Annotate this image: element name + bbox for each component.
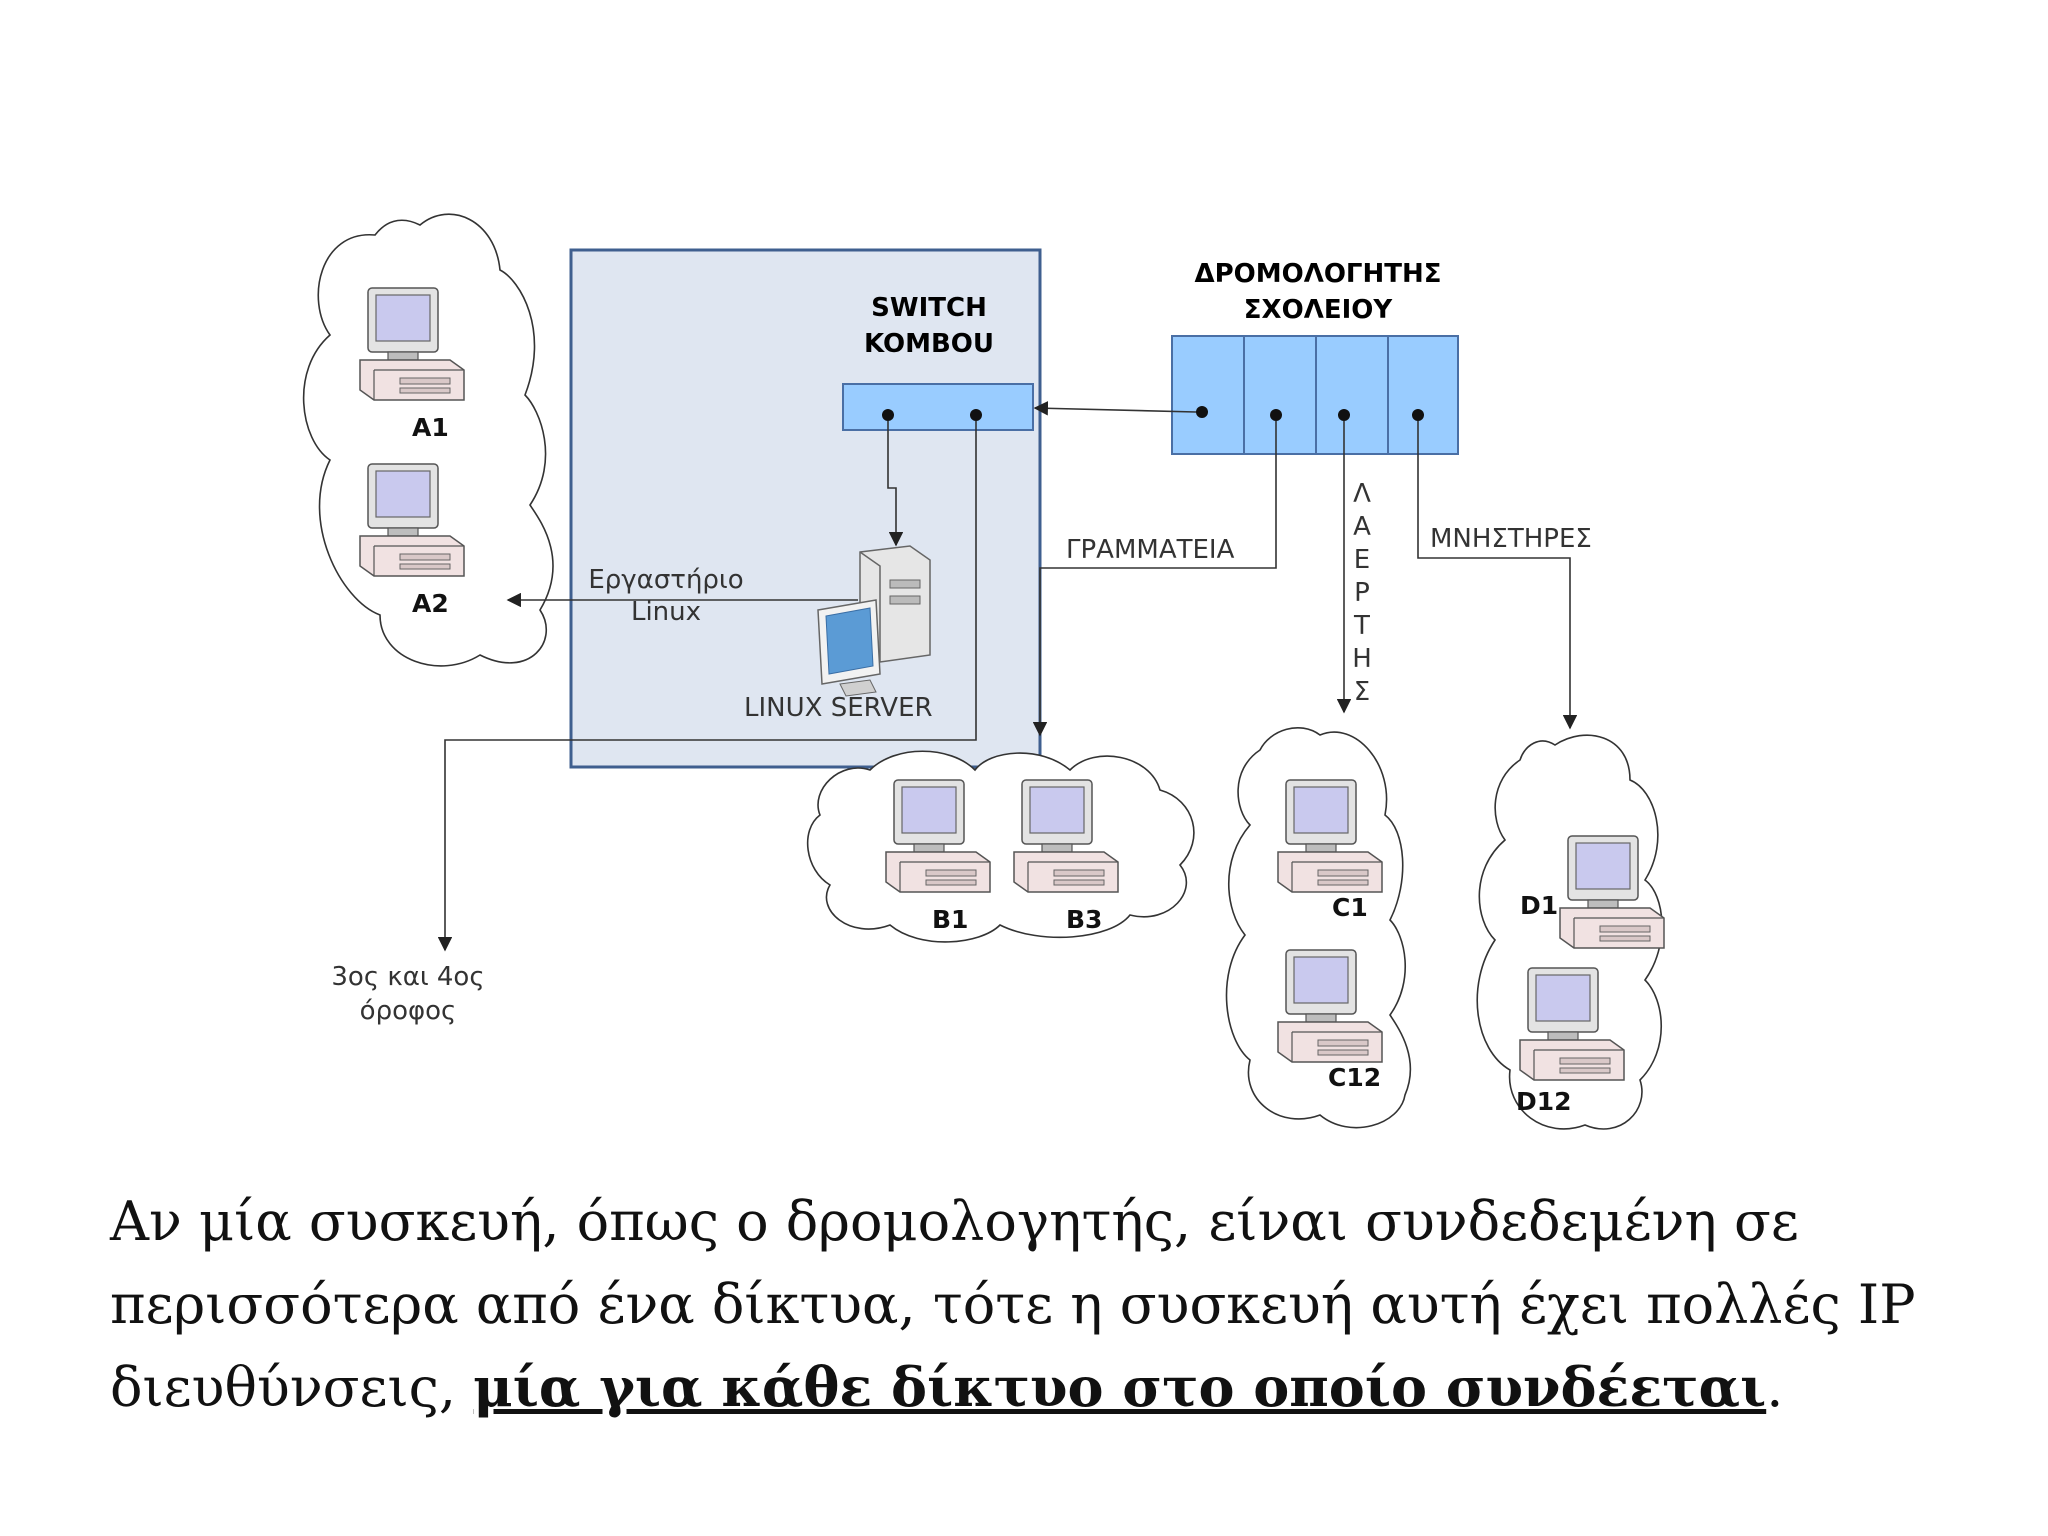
pc-b1-label: B1 xyxy=(932,905,968,934)
switch-ports xyxy=(842,383,1034,431)
pc-b3-label: B3 xyxy=(1066,905,1102,934)
pc-a2-label: A2 xyxy=(412,589,449,618)
lounge-letter: Τ xyxy=(1353,611,1370,641)
floors-label-line2: όροφος xyxy=(360,996,457,1026)
router xyxy=(1171,335,1459,455)
switch-label-line2: KOMBOU xyxy=(864,329,994,359)
router-to-secretariat-link xyxy=(1032,421,1277,737)
pc-c1-label: C1 xyxy=(1332,893,1368,922)
lab-label-line1: Εργαστήριο xyxy=(588,565,743,595)
lounge-letter: Η xyxy=(1352,644,1372,674)
caption-paragraph: Αν μία συσκευή, όπως ο δρομολογητής, είν… xyxy=(110,1180,1990,1429)
caption-emphasis: μία για κάθε δίκτυο στο οποίο συνδέεται xyxy=(473,1355,1767,1419)
pc-d12-label: D12 xyxy=(1516,1087,1572,1116)
switch-label-line1: SWITCH xyxy=(871,293,987,323)
pc-c12-label: C12 xyxy=(1328,1063,1381,1092)
lounge-letter: Σ xyxy=(1354,677,1370,707)
caption-end: . xyxy=(1766,1356,1784,1419)
caption-text: Αν μία συσκευή, όπως ο δρομολογητής, είν… xyxy=(110,1190,1916,1419)
router-to-switch-link xyxy=(1033,401,1197,416)
mnistires-label: ΜΝΗΣΤΗΡΕΣ xyxy=(1430,524,1592,554)
switch-port-1 xyxy=(882,409,894,421)
switch-to-server-link xyxy=(887,421,904,547)
lounge-letter: Λ xyxy=(1353,479,1371,509)
cloud-b xyxy=(806,750,1195,943)
router-to-mnistires-link xyxy=(1417,421,1578,730)
pc-d1-label: D1 xyxy=(1520,891,1558,920)
switch-to-floors-link xyxy=(437,421,977,952)
secretariat-label: ΓΡΑΜΜΑΤΕΙΑ xyxy=(1066,535,1235,565)
switch-port-2 xyxy=(970,409,982,421)
network-diagram: SWITCH KOMBOU ΔΡΟΜΟΛΟΓΗΤΗΣ ΣΧΟΛΕΙΟΥ Εργα… xyxy=(302,213,1665,1130)
lounge-letter: Ρ xyxy=(1354,578,1370,608)
lab-label-line2: Linux xyxy=(631,597,701,627)
pc-a1-label: A1 xyxy=(412,413,449,442)
server-label: LINUX SERVER xyxy=(744,693,933,723)
linux-server-icon xyxy=(817,545,931,697)
lounge-letter: Ε xyxy=(1354,545,1370,575)
switch-area-box xyxy=(569,248,1042,769)
router-label-line1: ΔΡΟΜΟΛΟΓΗΤΗΣ xyxy=(1194,259,1441,289)
lounge-letter: Α xyxy=(1353,512,1371,542)
floors-label-line1: 3ος και 4ος xyxy=(331,962,484,992)
router-label-line2: ΣΧΟΛΕΙΟΥ xyxy=(1244,295,1394,325)
lounge-label: Λ Α Ε Ρ Τ Η Σ xyxy=(1352,479,1372,707)
